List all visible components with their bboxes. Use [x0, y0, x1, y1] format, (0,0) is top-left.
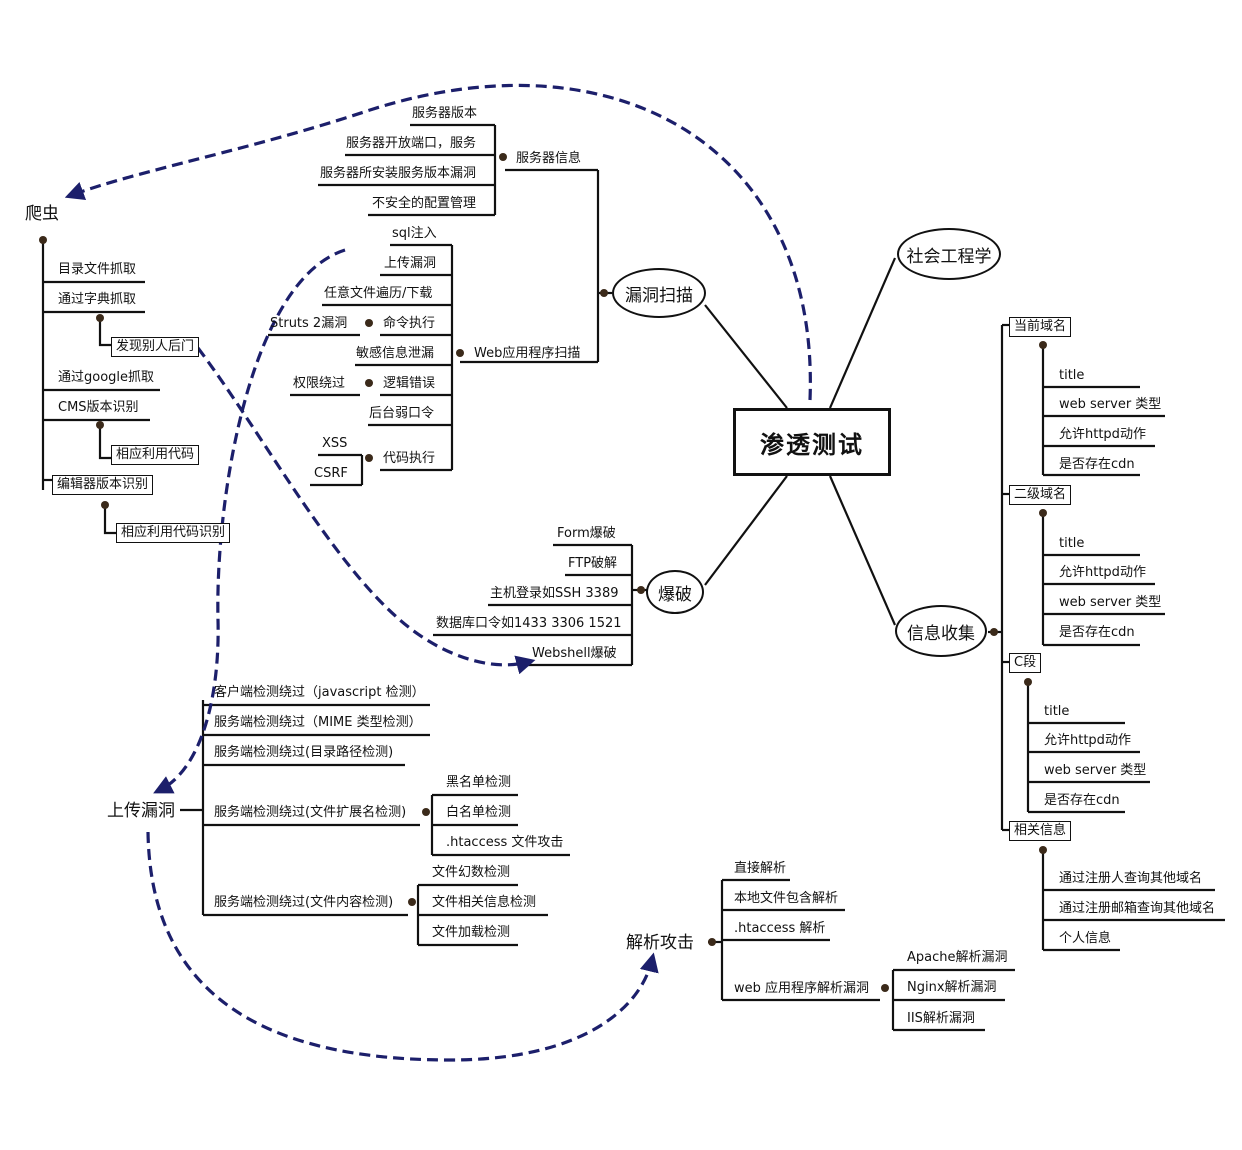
htaccess-parse: .htaccess 解析	[734, 921, 826, 936]
sub-domain-item: web server 类型	[1059, 595, 1162, 610]
lfi-parse: 本地文件包含解析	[734, 891, 839, 906]
node-vuln-scan: 漏洞扫描	[612, 268, 706, 318]
node-brute-force: 爆破	[646, 570, 704, 614]
upload-vuln-item: 上传漏洞	[384, 256, 437, 271]
insecure-config: 不安全的配置管理	[372, 196, 477, 211]
apache-parse-vuln: Apache解析漏洞	[907, 950, 1008, 965]
nginx-parse-vuln: Nginx解析漏洞	[907, 980, 997, 995]
current-domain: 当前域名	[1009, 317, 1072, 337]
current-domain-item: web server 类型	[1059, 397, 1162, 412]
current-domain-item: title	[1059, 368, 1085, 383]
server-info-label: 服务器信息	[516, 151, 582, 166]
editor-version: 编辑器版本识别	[52, 475, 154, 495]
db-password-brute: 数据库口令如1433 3306 1521	[436, 616, 622, 631]
cms-exploit-code: 相应利用代码	[111, 445, 200, 465]
direct-parse: 直接解析	[734, 861, 787, 876]
htaccess-attack: .htaccess 文件攻击	[446, 835, 564, 850]
command-exec: 命令执行	[383, 316, 436, 331]
related-info-item: 通过注册邮箱查询其他域名	[1059, 901, 1216, 916]
whitelist-check: 白名单检测	[446, 805, 512, 820]
magic-number-check: 文件幻数检测	[432, 865, 511, 880]
c-segment-item: 是否存在cdn	[1044, 793, 1120, 808]
path-check-bypass: 服务端检测绕过(目录路径检测)	[214, 745, 394, 760]
sub-domain: 二级域名	[1009, 485, 1072, 505]
iis-parse-vuln: IIS解析漏洞	[907, 1011, 975, 1026]
editor-exploit-code: 相应利用代码识别	[116, 523, 231, 543]
form-brute: Form爆破	[557, 526, 616, 541]
cms-version: CMS版本识别	[58, 400, 139, 415]
c-segment-item: web server 类型	[1044, 763, 1147, 778]
sub-domain-item: 是否存在cdn	[1059, 625, 1135, 640]
server-service-vuln: 服务器所安装服务版本漏洞	[320, 166, 477, 181]
csrf: CSRF	[314, 466, 348, 481]
sql-injection: sql注入	[392, 226, 437, 241]
auth-bypass: 权限绕过	[293, 376, 346, 391]
related-info: 相关信息	[1009, 821, 1072, 841]
ftp-brute: FTP破解	[568, 556, 618, 571]
web-app-scan-label: Web应用程序扫描	[474, 346, 581, 361]
file-load-check: 文件加载检测	[432, 925, 511, 940]
sub-domain-item: title	[1059, 536, 1085, 551]
server-open-ports: 服务器开放端口，服务	[346, 136, 477, 151]
webshell-brute: Webshell爆破	[532, 646, 617, 661]
c-segment: C段	[1009, 653, 1042, 673]
node-crawler: 爬虫	[25, 204, 59, 224]
sub-domain-item: 允许httpd动作	[1059, 565, 1146, 580]
node-info-collection: 信息收集	[895, 605, 987, 657]
current-domain-item: 允许httpd动作	[1059, 427, 1146, 442]
server-version: 服务器版本	[412, 106, 478, 121]
find-backdoor: 发现别人后门	[111, 337, 200, 357]
client-check-bypass: 客户端检测绕过（javascript 检测）	[214, 685, 425, 700]
mime-check-bypass: 服务端检测绕过（MIME 类型检测）	[214, 715, 422, 730]
related-info-item: 通过注册人查询其他域名	[1059, 871, 1203, 886]
current-domain-item: 是否存在cdn	[1059, 457, 1135, 472]
host-login-brute: 主机登录如SSH 3389	[490, 586, 619, 601]
dir-file-crawl: 目录文件抓取	[58, 262, 137, 277]
c-segment-item: 允许httpd动作	[1044, 733, 1131, 748]
blacklist-check: 黑名单检测	[446, 775, 512, 790]
related-info-item: 个人信息	[1059, 931, 1112, 946]
file-traversal: 任意文件遍历/下载	[324, 286, 433, 301]
content-check-bypass: 服务端检测绕过(文件内容检测)	[214, 895, 394, 910]
node-parse-attack: 解析攻击	[626, 933, 694, 953]
c-segment-item: title	[1044, 704, 1070, 719]
dict-crawl: 通过字典抓取	[58, 292, 137, 307]
node-upload-vuln: 上传漏洞	[107, 801, 175, 821]
file-info-check: 文件相关信息检测	[432, 895, 537, 910]
google-crawl: 通过google抓取	[58, 370, 155, 385]
logic-error: 逻辑错误	[383, 376, 436, 391]
code-exec: 代码执行	[383, 451, 436, 466]
info-leak: 敏感信息泄漏	[356, 346, 435, 361]
weak-password: 后台弱口令	[369, 406, 435, 421]
struts2-vuln: Struts 2漏洞	[270, 316, 348, 331]
web-app-parse-vuln: web 应用程序解析漏洞	[734, 981, 870, 996]
xss: XSS	[322, 436, 348, 451]
root-node: 渗透测试	[733, 408, 891, 476]
ext-check-bypass: 服务端检测绕过(文件扩展名检测)	[214, 805, 407, 820]
node-social-engineering: 社会工程学	[897, 228, 1001, 280]
